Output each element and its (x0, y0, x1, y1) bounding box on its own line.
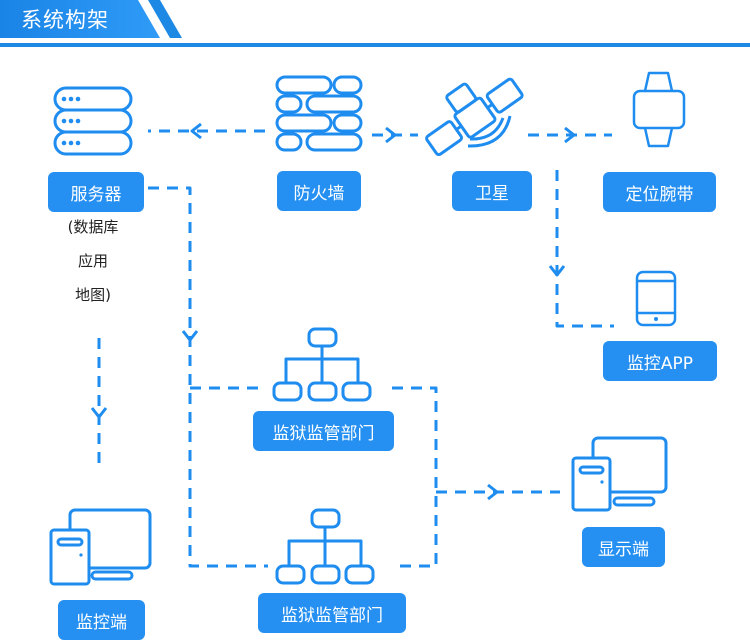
arrow-right-icon (385, 126, 397, 144)
server-note-line-3: 地图) (75, 286, 111, 304)
app-label: 监控APP (603, 341, 717, 381)
desktop-computer-icon (571, 436, 668, 512)
arrow-down-icon (181, 330, 199, 342)
dept2-label: 监狱监管部门 (258, 593, 406, 633)
satellite-label: 卫星 (452, 171, 532, 211)
server-label: 服务器 (48, 172, 144, 212)
smartwatch-icon (632, 71, 686, 148)
firewall-label: 防火墙 (277, 171, 361, 211)
connector-satellite-app (555, 170, 614, 328)
server-note-line-2: 应用 (77, 252, 108, 270)
header-underline (0, 43, 750, 47)
satellite-icon (425, 77, 524, 157)
header-accent-stripe (148, 0, 182, 38)
org-chart-icon (275, 508, 375, 585)
arrow-down-icon (90, 407, 108, 419)
wristband-label: 定位腕带 (603, 172, 716, 212)
signal-arc (469, 117, 505, 141)
server-note-line-1: (数据库 (67, 218, 119, 236)
display-label: 显示端 (582, 527, 665, 567)
page-title: 系统构架 (21, 8, 109, 32)
arrow-left-icon (190, 122, 202, 140)
monitor-label: 监控端 (58, 600, 145, 640)
header-tab-shape (0, 0, 160, 38)
arrowheads (90, 122, 576, 501)
tablet-icon (635, 270, 677, 327)
server-icon (53, 86, 133, 156)
firewall-icon (275, 75, 363, 152)
arrow-right-icon (564, 126, 576, 144)
header-banner (0, 0, 750, 47)
dept1-label: 监狱监管部门 (253, 411, 394, 451)
arrow-down-icon (548, 265, 566, 277)
connector-depts-display (392, 386, 438, 568)
signal-arc (467, 115, 512, 148)
org-chart-icon (272, 327, 372, 402)
arrow-right-icon (487, 483, 499, 501)
desktop-computer-icon (49, 508, 152, 586)
connector-server-dept2 (148, 186, 268, 568)
